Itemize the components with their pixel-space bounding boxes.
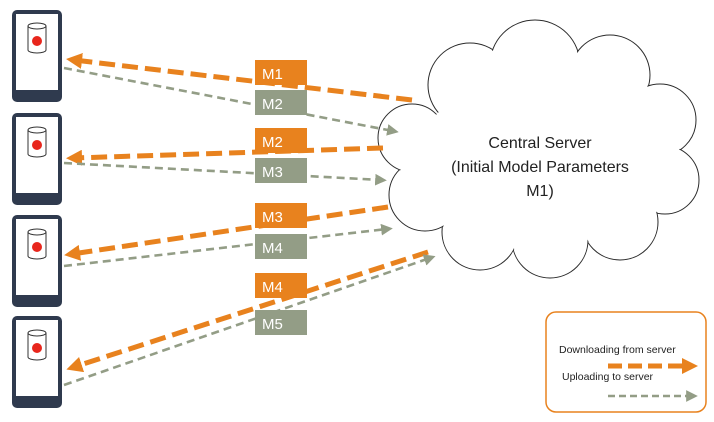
svg-text:M2: M2 [262,96,283,113]
svg-text:M5: M5 [262,316,283,333]
device-3 [12,215,62,307]
upload-arrows [63,66,436,387]
database-icon [27,22,47,54]
legend-upload-label: Uploading to server [562,371,654,383]
svg-text:M3: M3 [262,164,283,181]
upload-arrow-1 [63,66,399,136]
database-icon [27,329,47,361]
upload-arrow-4 [63,254,436,387]
upload-arrow-2 [63,161,387,186]
download-arrow-2 [66,145,384,166]
model-box-download-4: M4 [255,273,307,298]
model-box-download-1: M1 [255,60,307,85]
model-box-upload-3: M4 [255,234,307,259]
database-icon [27,126,47,158]
database-icon [27,228,47,260]
server-title: Central Server [488,135,592,152]
legend-box [545,311,707,413]
svg-text:M1: M1 [262,66,283,83]
svg-text:M4: M4 [262,240,283,257]
model-box-upload-2: M3 [255,158,307,183]
server-subtitle: (Initial Model Parameters [451,159,629,176]
legend: Downloading from server Uploading to ser… [545,311,707,413]
device-4 [12,316,62,408]
upload-arrow-3 [63,223,393,268]
model-box-download-3: M3 [255,203,307,228]
server-model-label: M1) [526,183,554,200]
svg-text:M2: M2 [262,134,283,151]
download-arrow-3 [64,204,389,261]
model-box-upload-1: M2 [255,90,307,115]
device-2 [12,113,62,205]
download-arrows [64,52,429,373]
model-box-upload-4: M5 [255,310,307,335]
svg-text:M4: M4 [262,279,283,296]
svg-text:M3: M3 [262,209,283,226]
download-arrow-1 [66,52,413,103]
download-arrow-4 [66,249,429,373]
model-box-download-2: M2 [255,128,307,153]
central-server-cloud: Central Server (Initial Model Parameters… [377,19,700,279]
legend-download-label: Downloading from server [559,344,676,356]
device-1 [12,10,62,102]
